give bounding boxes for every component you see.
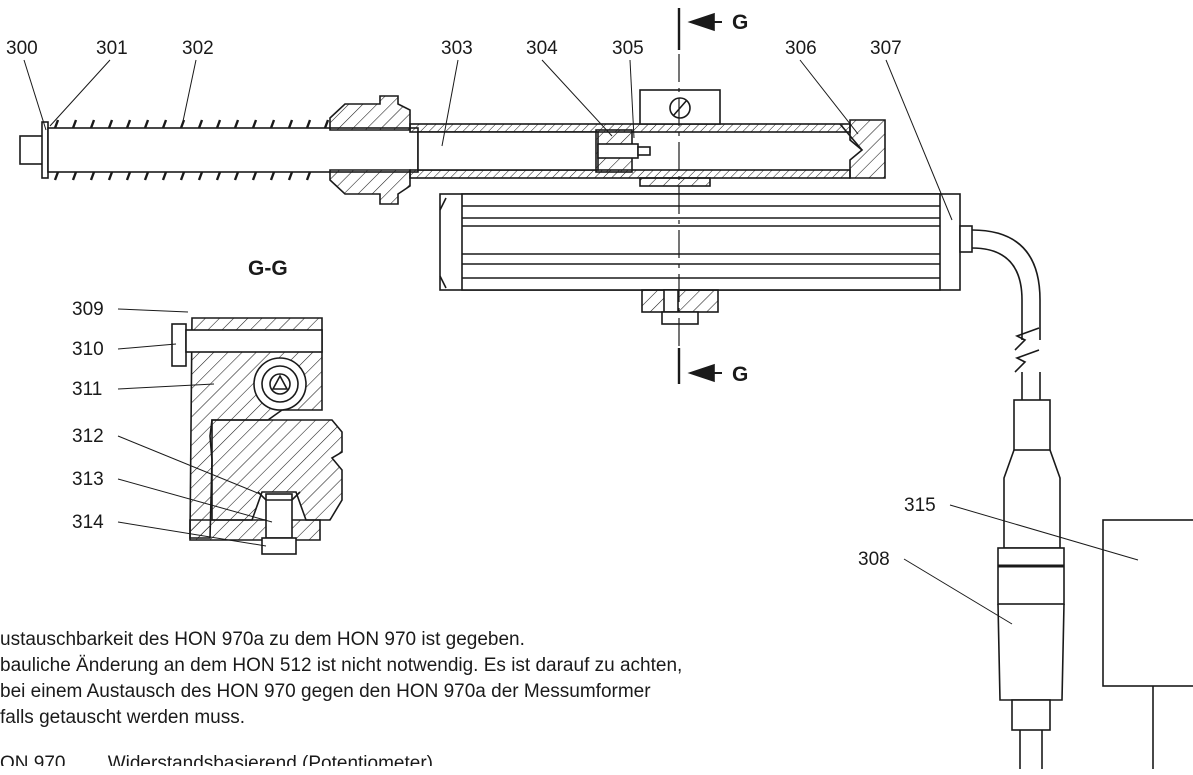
callout-302: 302 [182, 38, 214, 59]
section-line [677, 8, 722, 384]
callout-301: 301 [96, 38, 128, 59]
callout-308: 308 [858, 549, 890, 570]
note-line-3: bei einem Austausch des HON 970 gegen de… [0, 681, 651, 702]
leader-lines [23, 59, 1139, 625]
shaft-assembly [19, 119, 419, 181]
callout-304: 304 [526, 38, 558, 59]
callout-311: 311 [72, 379, 102, 400]
callout-312: 312 [72, 426, 104, 447]
sensor-housing [329, 89, 886, 205]
callout-310: 310 [72, 339, 104, 360]
callout-305: 305 [612, 38, 644, 59]
callout-300: 300 [6, 38, 38, 59]
note-line-5: ON 970 Widerstandsbasierend (Potentiomet… [0, 753, 433, 774]
callout-309: 309 [72, 299, 104, 320]
callout-313: 313 [72, 469, 104, 490]
callout-307: 307 [870, 38, 902, 59]
callout-303: 303 [441, 38, 473, 59]
transmitter-box [1102, 519, 1193, 687]
section-view [171, 317, 343, 555]
section-view-title: G-G [248, 257, 288, 280]
callout-labels: 300 301 302 303 304 305 306 307 308 309 … [6, 38, 936, 570]
section-marker-top: G [732, 11, 748, 34]
note-line-4: falls getauscht werden muss. [0, 707, 246, 728]
note-line-1: ustauschbarkeit des HON 970a zu dem HON … [0, 629, 525, 650]
callout-315: 315 [904, 495, 936, 516]
note-line-2: bauliche Änderung an dem HON 512 ist nic… [0, 655, 683, 676]
callout-314: 314 [72, 512, 104, 533]
callout-306: 306 [785, 38, 817, 59]
cable-connector [959, 225, 1065, 769]
guide-rail [439, 193, 961, 325]
section-marker-bottom: G [732, 363, 748, 386]
